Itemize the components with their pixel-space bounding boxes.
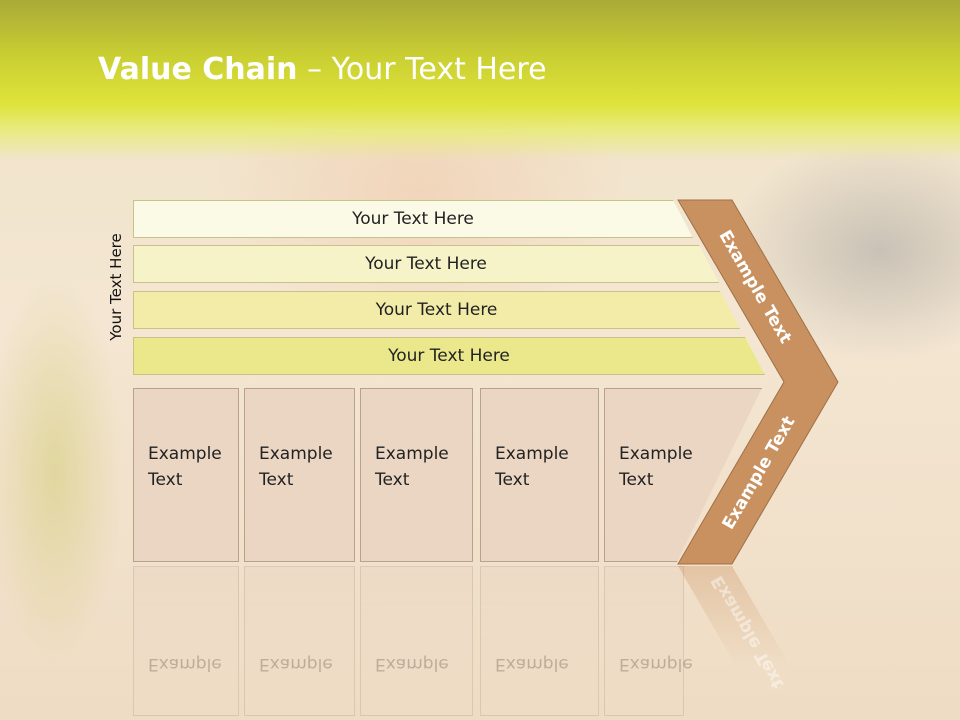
primary-activity-box-3: Example Text xyxy=(360,388,473,562)
title-rest: – Your Text Here xyxy=(297,52,547,87)
box-line-2: Text xyxy=(619,470,654,490)
box-line-1: Example xyxy=(495,444,569,464)
title-bold: Value Chain xyxy=(98,52,298,87)
margin-chevron-reflection xyxy=(678,566,790,666)
support-bar-label: Your Text Here xyxy=(388,346,510,366)
support-bar-label: Your Text Here xyxy=(375,300,498,320)
box-reflection: Example xyxy=(604,566,693,716)
box-line-1: Example xyxy=(619,444,693,464)
margin-chevron xyxy=(677,199,839,565)
box-line-2: Text xyxy=(495,470,530,490)
support-bar-label: Your Text Here xyxy=(352,209,474,229)
support-bar-2: Your Text Here xyxy=(133,245,719,283)
page-title: Value Chain – Your Text Here xyxy=(98,52,547,87)
box-line-1: Example xyxy=(259,444,333,464)
box-line-1: Example xyxy=(375,444,449,464)
support-bar-4: Your Text Here xyxy=(133,337,765,375)
primary-activity-box-1: Example Text xyxy=(133,388,239,562)
box-line-2: Text xyxy=(259,470,294,490)
box-reflection: Example xyxy=(244,566,355,716)
support-bar-1: Your Text Here xyxy=(133,200,693,238)
primary-activity-box-4: Example Text xyxy=(480,388,599,562)
primary-activity-box-2: Example Text xyxy=(244,388,355,562)
support-bar-3: Your Text Here xyxy=(133,291,740,329)
box-reflection: Example xyxy=(360,566,473,716)
box-line-2: Text xyxy=(148,470,183,490)
box-line-1: Example xyxy=(148,444,222,464)
box-line-2: Text xyxy=(375,470,410,490)
title-band xyxy=(0,0,960,160)
box-reflection: Example xyxy=(133,566,239,716)
box-reflection: Example xyxy=(480,566,599,716)
support-bar-label: Your Text Here xyxy=(365,254,487,274)
